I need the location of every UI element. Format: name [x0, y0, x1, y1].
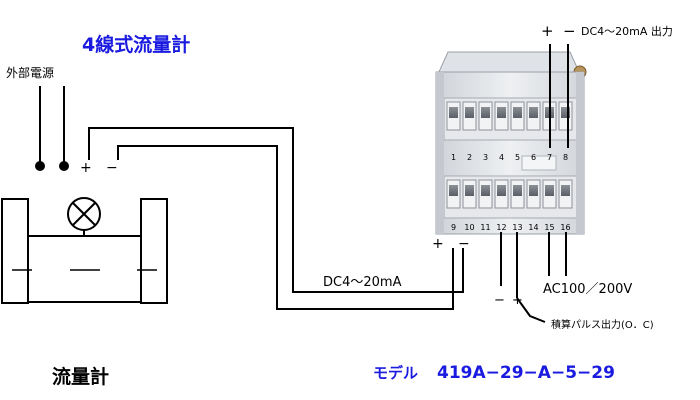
terminal-number: 10	[464, 223, 474, 232]
terminal-screw	[529, 185, 538, 196]
terminal-number: 9	[451, 223, 456, 232]
model-number: 419A−29−A−5−29	[437, 363, 615, 383]
output-wires	[549, 44, 569, 148]
terminal-number: 3	[483, 153, 488, 162]
output-plus: +	[541, 22, 554, 40]
external-power-wires	[39, 86, 65, 163]
terminal-number: 14	[528, 223, 538, 232]
flowmeter-minus: −	[106, 160, 118, 176]
flowmeter-plus: +	[80, 160, 92, 176]
terminal-number: 15	[544, 223, 554, 232]
terminal-screw	[561, 185, 570, 196]
terminal-number: 2	[467, 153, 472, 162]
lower-terminal-row: 9 10 11 12 13 14 15 16	[446, 179, 573, 232]
terminal-screw	[481, 107, 490, 118]
terminal-number: 7	[547, 153, 552, 162]
terminal-number: 4	[499, 153, 504, 162]
terminal-number: 8	[563, 153, 568, 162]
flowmeter-body	[1, 198, 168, 304]
terminal-screw	[545, 185, 554, 196]
power-terminal-1	[35, 161, 45, 171]
terminal-screw	[497, 107, 506, 118]
external-power-label: 外部電源	[6, 65, 54, 80]
pulse-minus: −	[494, 293, 505, 308]
power-terminal-2	[59, 161, 69, 171]
terminal-number: 1	[451, 153, 456, 162]
terminal-number: 16	[560, 223, 570, 232]
model-label: モデル	[373, 364, 418, 382]
signal-label: DC4～20mA	[323, 275, 402, 290]
diagram-title: 4線式流量計	[82, 33, 190, 56]
output-label: DC4～20mA 出力	[581, 24, 673, 38]
output-minus: −	[563, 22, 576, 40]
terminal-screw	[465, 185, 474, 196]
terminal-screw	[449, 107, 458, 118]
terminal-screw	[513, 107, 522, 118]
terminal-number: 6	[531, 153, 536, 162]
flowmeter-indicator-icon	[67, 197, 101, 231]
terminal-screw	[513, 185, 522, 196]
ac-power-label: AC100／200V	[543, 282, 632, 297]
input-minus: −	[458, 236, 470, 252]
terminal-number: 11	[480, 223, 490, 232]
terminal-screw	[561, 107, 570, 118]
terminal-screw	[481, 185, 490, 196]
pulse-label: 積算パルス出力(O．C)	[551, 318, 654, 331]
upper-terminal-row: 1 2 3 4 5 6 7 8	[446, 101, 573, 162]
terminal-number: 13	[512, 223, 522, 232]
terminal-screw	[529, 107, 538, 118]
terminal-screw	[449, 185, 458, 196]
terminal-screw	[497, 185, 506, 196]
terminal-screw	[465, 107, 474, 118]
ac-power-wires	[548, 232, 567, 276]
input-plus: +	[432, 236, 444, 252]
terminal-number: 5	[515, 153, 520, 162]
flowmeter-label: 流量計	[52, 365, 109, 388]
pulse-wires	[500, 232, 546, 323]
pulse-plus: +	[512, 293, 523, 308]
signal-wires	[88, 127, 464, 310]
terminal-number: 12	[496, 223, 506, 232]
